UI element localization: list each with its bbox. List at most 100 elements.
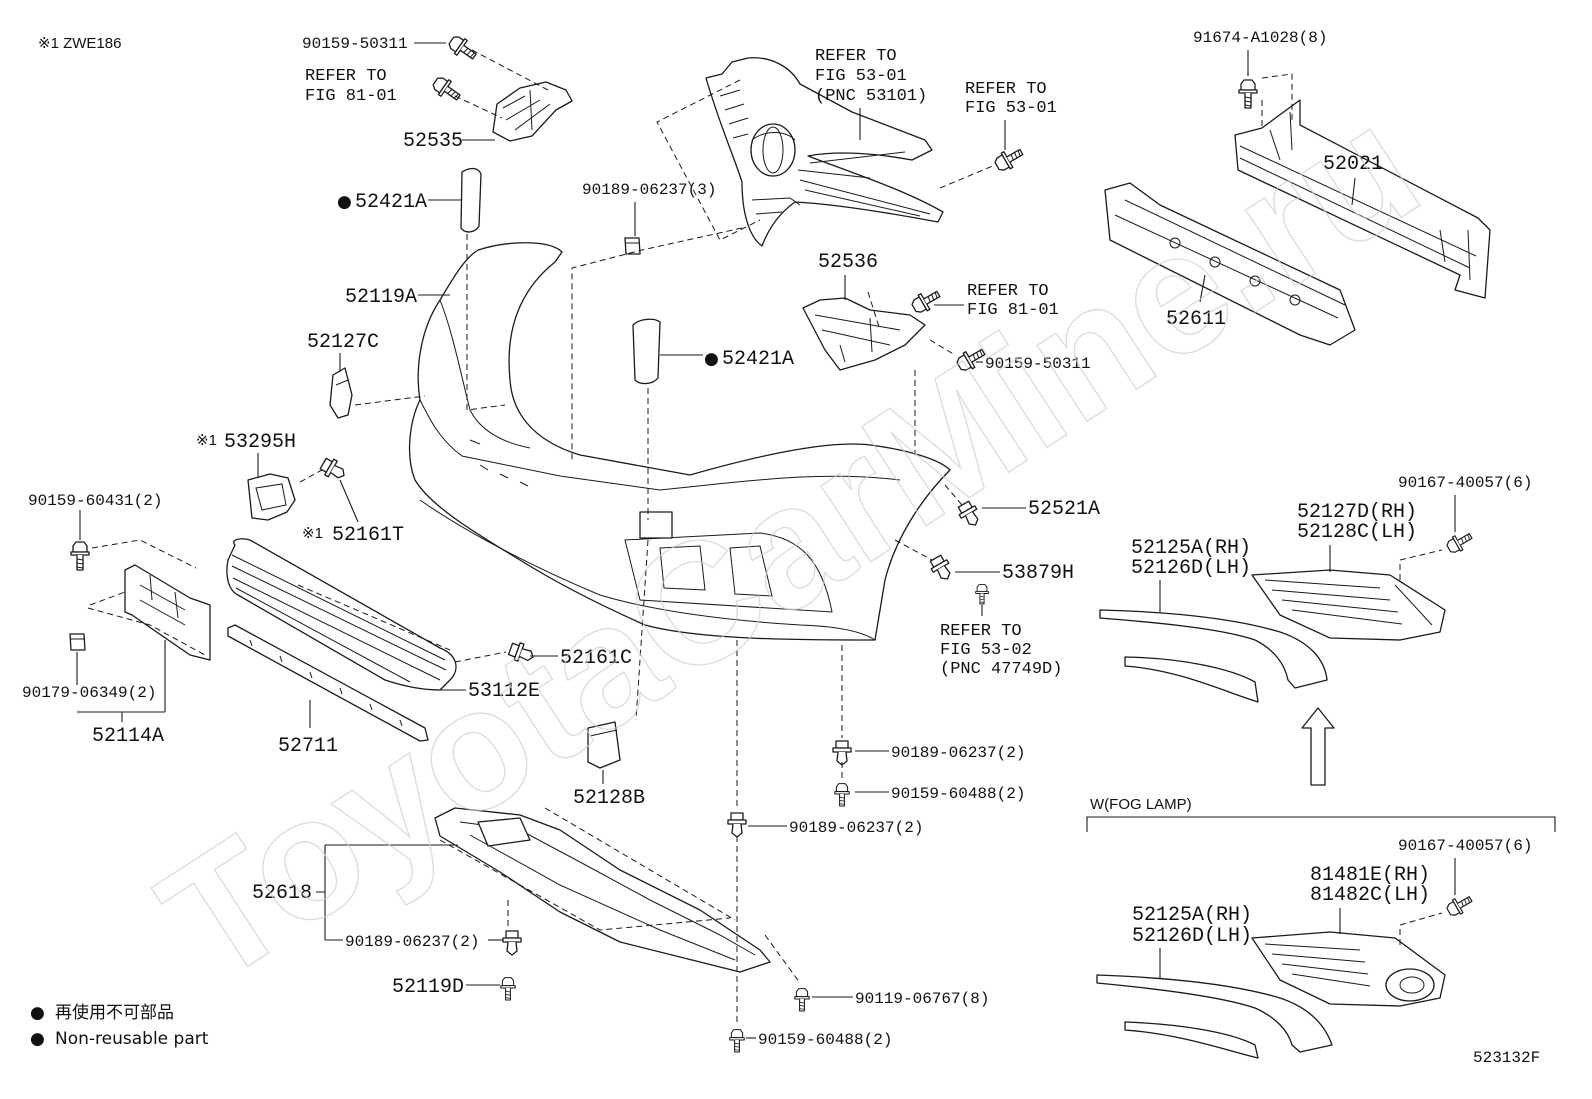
reference-label: REFER TO: [965, 80, 1047, 99]
bolt-icon: [834, 783, 850, 807]
part-number-label: 52161T: [332, 524, 404, 547]
bumper-cap-opening: [639, 511, 673, 539]
reference-label: FIG 53-01: [815, 67, 907, 86]
license-plate-bracket-52114A: [124, 564, 211, 661]
part-number-label: 52535: [403, 130, 463, 153]
part-number-label: 90167-40057(6): [1398, 837, 1532, 855]
part-number-label: 52536: [818, 251, 878, 274]
legend-text-en: Non-reusable part: [55, 1029, 209, 1049]
cap-52127C: [329, 367, 353, 419]
part-number-label: 52711: [278, 735, 338, 758]
reference-label: REFER TO: [305, 67, 387, 86]
dashed-leader: [1261, 73, 1293, 130]
fog-lamp-cover-81481E: [1251, 931, 1446, 1007]
reference-label: REFER TO: [815, 47, 897, 66]
dashed-leader: [454, 95, 503, 119]
fog-lamp-option-bracket: [1086, 816, 1556, 832]
dashed-leader: [939, 164, 996, 189]
part-number-label: 52119A: [345, 286, 417, 309]
molding-52711: [227, 624, 429, 742]
labels-center: REFER TO FIG 53-01 (PNC 53101) REFER TO …: [582, 47, 1100, 1049]
clip-icon: [832, 740, 852, 766]
dashed-leader: [764, 934, 801, 984]
emblem: [750, 123, 796, 177]
absorber-52611: [1104, 182, 1356, 346]
dashed-leader: [1399, 549, 1443, 580]
clip-icon: [506, 639, 537, 667]
reference-label: REFER TO: [940, 622, 1022, 641]
nut-icon: [69, 633, 86, 651]
reference-label: FIG 53-02: [940, 641, 1032, 660]
dashed-leader: [299, 469, 323, 483]
non-reusable-marker: ●: [337, 192, 352, 212]
part-number-label: 53879H: [1002, 562, 1074, 585]
reference-label: (PNC 53101): [815, 87, 927, 106]
applicability-marker: ※1: [302, 525, 323, 542]
part-number-label: 52127C: [307, 331, 379, 354]
part-number-label: 53112E: [468, 680, 540, 703]
bolt-icon: [1444, 528, 1476, 557]
clip-icon: [927, 553, 956, 585]
figure-code: 523132F: [1473, 1049, 1540, 1067]
legend: ● 再使用不可部品 ● Non-reusable part: [30, 1002, 209, 1049]
part-number-label: 90167-40057(6): [1398, 474, 1532, 492]
dashed-leader: [471, 49, 549, 91]
reference-label: REFER TO: [967, 282, 1049, 301]
part-number-label: 52114A: [92, 725, 164, 748]
dashed-leader: [1399, 912, 1443, 945]
part-number-label: 90189-06237(3): [582, 181, 716, 199]
part-number-label: 52421A: [355, 191, 427, 214]
legend-text-jp: 再使用不可部品: [55, 1002, 174, 1023]
part-number-label: 52021: [1323, 153, 1383, 176]
part-number-label: 52125A(RH): [1132, 904, 1252, 927]
dashed-leader: [635, 388, 649, 721]
part-number-label: 90159-60488(2): [891, 785, 1025, 803]
fog-molding-upper: [1099, 609, 1328, 703]
radiator-grille: [705, 57, 944, 247]
clip-icon: [318, 455, 350, 484]
leader-line: [77, 640, 166, 722]
spacer-52421A-center: [632, 318, 661, 385]
dashed-leader: [297, 584, 507, 663]
bolt-icon: [70, 541, 90, 571]
part-number-label: 52521A: [1028, 498, 1100, 521]
part-number-label: 52127D(RH): [1297, 501, 1417, 524]
dashed-leader: [894, 539, 933, 561]
legend-marker: ●: [30, 1029, 45, 1049]
non-reusable-marker: ●: [704, 349, 719, 369]
clip-icon: [727, 812, 747, 838]
reference-label: (PNC 47749D): [940, 660, 1062, 679]
dashed-leader: [354, 395, 426, 406]
dashed-leader: [571, 227, 743, 460]
bolt-icon: [908, 285, 944, 317]
part-number-label: 90179-06349(2): [22, 684, 156, 702]
reference-label: FIG 53-01: [965, 99, 1057, 118]
model-note: ※1 ZWE186: [38, 35, 121, 52]
bolt-icon: [975, 583, 989, 605]
part-number-label: 81482C(LH): [1310, 884, 1430, 907]
part-number-label: 81481E(RH): [1310, 864, 1430, 887]
fog-cover-52127D: [1251, 569, 1446, 641]
applicability-marker: ※1: [196, 432, 217, 449]
fog-lamp-option-title: W(FOG LAMP): [1090, 796, 1192, 813]
lower-grille-53112E: [226, 538, 457, 691]
bolt-icon: [991, 143, 1027, 175]
dashed-leader: [944, 484, 963, 506]
bolt-icon: [794, 988, 810, 1012]
fog-molding-lower: [1096, 974, 1333, 1059]
dashed-leader: [867, 291, 956, 356]
reference-label: FIG 81-01: [305, 87, 397, 106]
part-number-label: 90189-06237(2): [789, 819, 923, 837]
part-number-label: 52119D: [392, 976, 464, 999]
part-number-label: 52128B: [573, 787, 645, 810]
dashed-leader: [87, 539, 206, 656]
bolt-icon: [1238, 79, 1258, 109]
bolt-icon: [953, 343, 989, 375]
part-number-label: 52611: [1166, 308, 1226, 331]
leader-line: [339, 479, 359, 523]
part-number-label: 52128C(LH): [1297, 521, 1417, 544]
spacer-52421A-left: [460, 167, 482, 233]
part-number-label: 90159-60431(2): [28, 492, 162, 510]
dashed-leader: [466, 234, 506, 411]
part-number-label: 90189-06237(2): [891, 744, 1025, 762]
